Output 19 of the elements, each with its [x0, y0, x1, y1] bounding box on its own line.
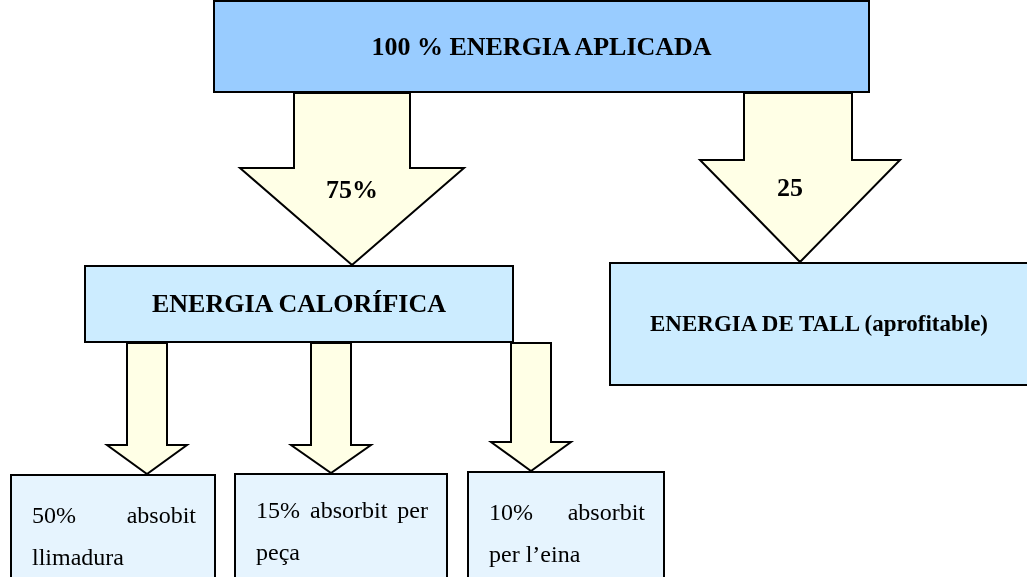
box-label: 50% absobit llimadura: [32, 501, 196, 572]
block-arrow: [103, 342, 191, 476]
box-label: ENERGIA CALORÍFICA: [152, 289, 446, 319]
process-box: [10, 474, 216, 577]
block-arrow: [237, 92, 467, 267]
process-box: [213, 0, 870, 93]
block-arrow: [287, 342, 375, 475]
box-label: ENERGIA DE TALL (aprofitable): [650, 310, 988, 339]
edge-label: 25: [777, 173, 803, 203]
edge-label: 75%: [326, 175, 378, 205]
process-box: [467, 471, 665, 577]
box-label: 10% absorbit per l’eina: [489, 498, 645, 569]
process-box: [234, 473, 448, 577]
box-label: 15% absorbit per peça: [256, 496, 428, 567]
box-label: 100 % ENERGIA APLICADA: [371, 31, 712, 62]
block-arrow: [487, 342, 575, 473]
process-box: [609, 262, 1027, 386]
block-arrow: [697, 92, 903, 264]
process-box: [84, 265, 514, 343]
